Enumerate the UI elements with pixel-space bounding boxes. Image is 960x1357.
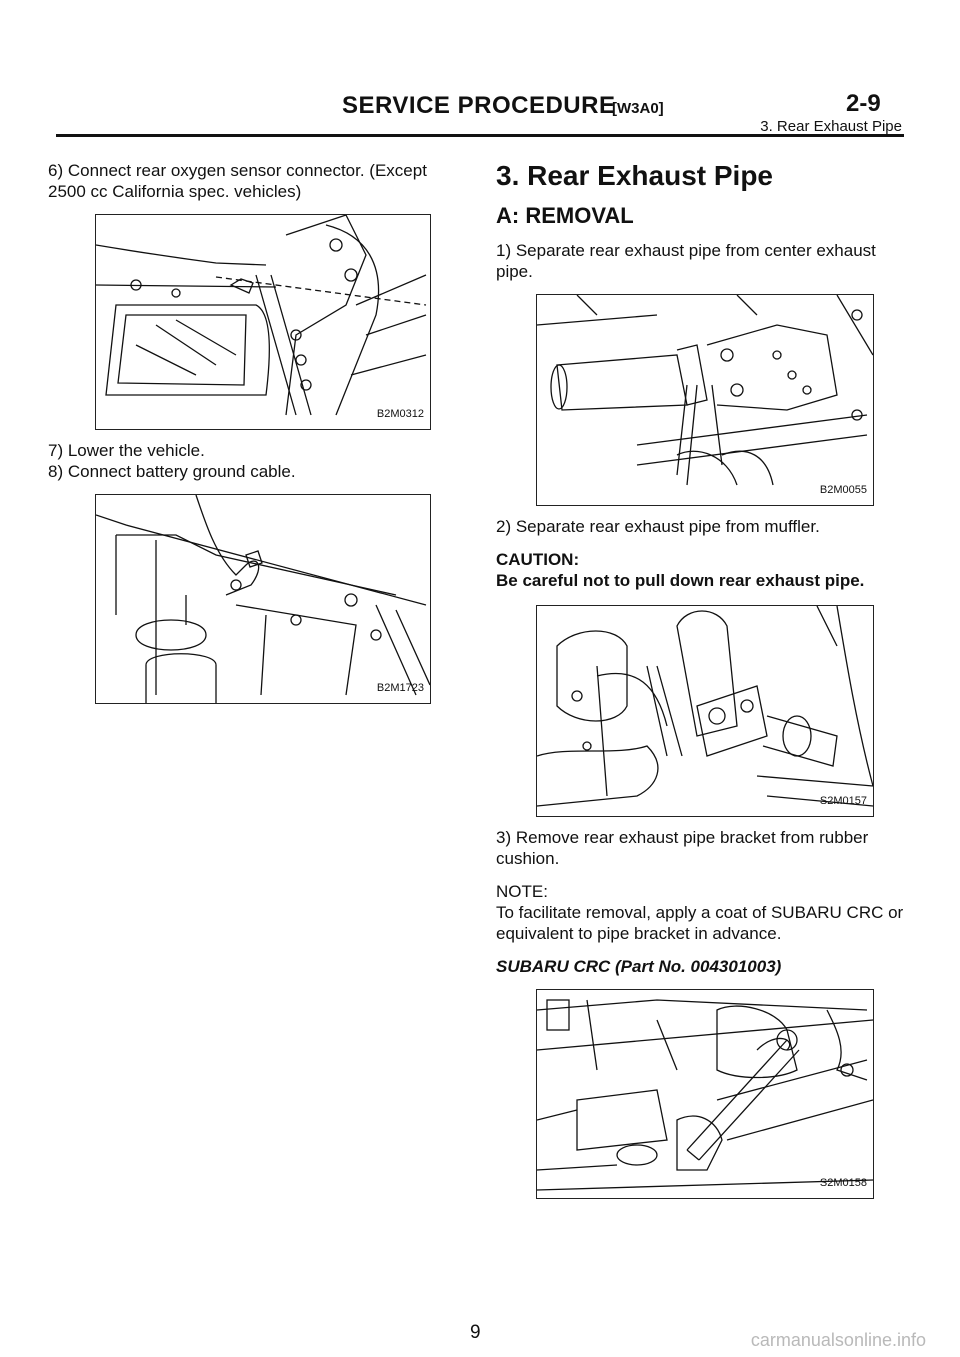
step-7: 7) Lower the vehicle. <box>48 441 205 460</box>
step-6: 6) Connect rear oxygen sensor connector.… <box>48 161 427 201</box>
figure-code: B2M0055 <box>819 484 867 496</box>
subaru-crc-part: SUBARU CRC (Part No. 004301003) <box>496 957 782 976</box>
step-2: 2) Separate rear exhaust pipe from muffl… <box>496 517 820 536</box>
note-text: To facilitate removal, apply a coat of S… <box>496 903 904 943</box>
step-1: 1) Separate rear exhaust pipe from cente… <box>496 241 876 281</box>
note-label: NOTE: <box>496 882 548 901</box>
header-rule <box>56 134 904 137</box>
figure-separate-muffler: S2M0157 <box>536 605 874 817</box>
section-title: SERVICE PROCEDURE <box>342 92 616 119</box>
figure-bracket-removal: S2M0158 <box>536 989 874 1199</box>
battery-cable-illustration <box>96 495 430 703</box>
left-column: 6) Connect rear oxygen sensor connector.… <box>48 160 460 714</box>
oxygen-sensor-illustration <box>96 215 427 416</box>
bracket-removal-illustration <box>537 999 873 1191</box>
figure-code: B2M0312 <box>376 408 424 420</box>
separate-center-pipe-illustration <box>537 295 873 486</box>
subsection-heading: A: REMOVAL <box>496 203 634 228</box>
header-subtitle: 3. Rear Exhaust Pipe <box>760 118 902 135</box>
separate-muffler-illustration <box>537 606 873 807</box>
caution-text: Be careful not to pull down rear exhaust… <box>496 571 865 590</box>
step-8: 8) Connect battery ground cable. <box>48 462 296 481</box>
section-heading: 3. Rear Exhaust Pipe <box>496 160 774 191</box>
figure-oxygen-sensor: B2M0312 <box>95 214 431 430</box>
watermark[interactable]: carmanualsonline.info <box>750 1330 926 1350</box>
figure-code: S2M0158 <box>819 1177 867 1189</box>
step-3: 3) Remove rear exhaust pipe bracket from… <box>496 828 869 868</box>
caution-label: CAUTION: <box>496 550 580 569</box>
figure-separate-center-pipe: B2M0055 <box>536 294 874 506</box>
figure-code: B2M1723 <box>376 682 424 694</box>
section-code: [W3A0] <box>612 100 664 117</box>
right-column: 3. Rear Exhaust Pipe A: REMOVAL 1) Separ… <box>496 160 904 1209</box>
chapter-number: 2-9 <box>846 90 881 117</box>
figure-code: S2M0157 <box>819 795 867 807</box>
figure-battery-cable: B2M1723 <box>95 494 431 704</box>
page-number: 9 <box>470 1322 481 1343</box>
